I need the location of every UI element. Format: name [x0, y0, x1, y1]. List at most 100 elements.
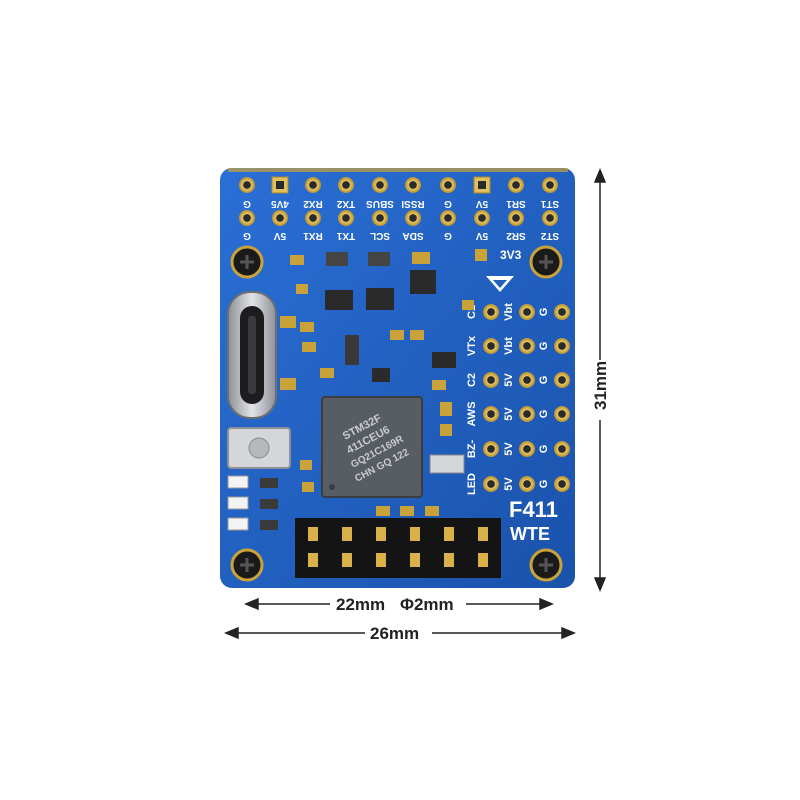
- right-pin-label: C2: [466, 373, 478, 387]
- smd-part: [300, 460, 312, 470]
- right-pad: [483, 304, 499, 320]
- header-pin: [444, 527, 454, 541]
- status-leds: [227, 475, 278, 531]
- right-pad: [554, 304, 570, 320]
- header-pin: [410, 553, 420, 567]
- header-pin: [410, 527, 420, 541]
- right-pad: [519, 372, 535, 388]
- smd-part: [326, 252, 348, 266]
- boot-button: [227, 427, 291, 469]
- right-pad: [483, 372, 499, 388]
- mounting-hole-bottom-left: [230, 548, 264, 582]
- right-pad: [554, 338, 570, 354]
- right-pad: [554, 441, 570, 457]
- top-label-lower: RX1: [303, 230, 323, 241]
- right-pad: [554, 372, 570, 388]
- top-pad-lower: [474, 210, 490, 226]
- top-label-lower: SCL: [370, 230, 390, 241]
- smd-part: [462, 300, 474, 310]
- label-3v3: 3V3: [500, 248, 522, 262]
- right-pin-label: G: [538, 445, 550, 454]
- top-label-lower: G: [444, 230, 452, 241]
- top-pad-lower: [239, 210, 255, 226]
- mounting-hole-top-left: [230, 245, 264, 279]
- top-label-lower: ST2: [540, 230, 559, 241]
- top-pad-lower: [338, 210, 354, 226]
- smd-part: [300, 322, 314, 332]
- top-label-lower: 5V: [274, 230, 287, 241]
- smd-part: [345, 335, 359, 365]
- usb-c-port: [227, 291, 277, 419]
- dimension-height: [593, 168, 607, 592]
- top-label-upper: SR1: [506, 198, 526, 209]
- top-pad-lower: [405, 210, 421, 226]
- right-pad: [519, 304, 535, 320]
- right-pad: [554, 406, 570, 422]
- smd-part: [366, 288, 394, 310]
- smd-part: [432, 352, 456, 368]
- right-pad: [483, 476, 499, 492]
- hole-label: Φ2mm: [400, 595, 454, 614]
- width-label: 26mm: [370, 624, 419, 643]
- top-label-lower: SDA: [402, 230, 423, 241]
- top-label-upper: G: [243, 198, 251, 209]
- right-pad: [554, 476, 570, 492]
- smd-part: [440, 424, 452, 436]
- top-pad-lower: [508, 210, 524, 226]
- top-label-upper: G: [444, 198, 452, 209]
- right-pad: [483, 406, 499, 422]
- right-pin-label: LED: [466, 473, 478, 495]
- right-pin-label: BZ-: [466, 440, 478, 459]
- right-pad: [519, 476, 535, 492]
- top-label-upper: SBUS: [366, 198, 394, 209]
- smd-components: [290, 252, 474, 516]
- smd-part: [302, 342, 316, 352]
- right-pin-label: VTx: [466, 335, 478, 356]
- top-label-upper: 4V5: [271, 198, 289, 209]
- mount-label: 22mm: [336, 595, 385, 614]
- top-pad-upper: [305, 177, 321, 193]
- right-pin-label: 5V: [503, 407, 515, 421]
- top-pad-upper: [508, 177, 524, 193]
- right-pin-label: Vbt: [503, 303, 515, 321]
- smd-part: [390, 330, 404, 340]
- top-pad-upper: [440, 177, 456, 193]
- smd-part: [440, 402, 452, 416]
- top-label-lower: TX1: [336, 230, 355, 241]
- top-label-upper: RSSI: [401, 198, 425, 209]
- right-pad: [483, 338, 499, 354]
- top-label-upper: RX2: [303, 198, 323, 209]
- top-label-upper: TX2: [336, 198, 355, 209]
- mcu-chip: STM32F 411CEU6 GQ21C169R CHN GQ 122: [321, 396, 423, 498]
- smd-part: [296, 284, 308, 294]
- mounting-hole-top-right: [529, 245, 563, 279]
- header-pin: [444, 553, 454, 567]
- header-pin: [376, 527, 386, 541]
- model-variant: WTE: [510, 524, 550, 544]
- right-pin-label: Vbt: [503, 337, 515, 355]
- smd-part: [376, 506, 390, 516]
- header-pin: [478, 553, 488, 567]
- top-pad-lower: [272, 210, 288, 226]
- right-pad: [519, 406, 535, 422]
- top-label-lower: SR2: [506, 230, 526, 241]
- top-label-upper: ST1: [540, 198, 559, 209]
- mounting-hole-bottom-right: [529, 548, 563, 582]
- top-pad-upper: [338, 177, 354, 193]
- smd-part: [410, 270, 436, 294]
- smd-part: [302, 482, 314, 492]
- top-pad-lower: [372, 210, 388, 226]
- right-pin-label: G: [538, 308, 550, 317]
- logo-arrow-icon: [486, 276, 514, 292]
- header-pin: [376, 553, 386, 567]
- pin-header: [295, 518, 501, 578]
- top-pad-row-lower: [239, 210, 558, 226]
- smd-part: [320, 368, 334, 378]
- right-pad: [519, 338, 535, 354]
- dimension-mount: [244, 597, 554, 611]
- smd-part: [410, 330, 424, 340]
- right-pin-label: G: [538, 410, 550, 419]
- top-pad-lower: [440, 210, 456, 226]
